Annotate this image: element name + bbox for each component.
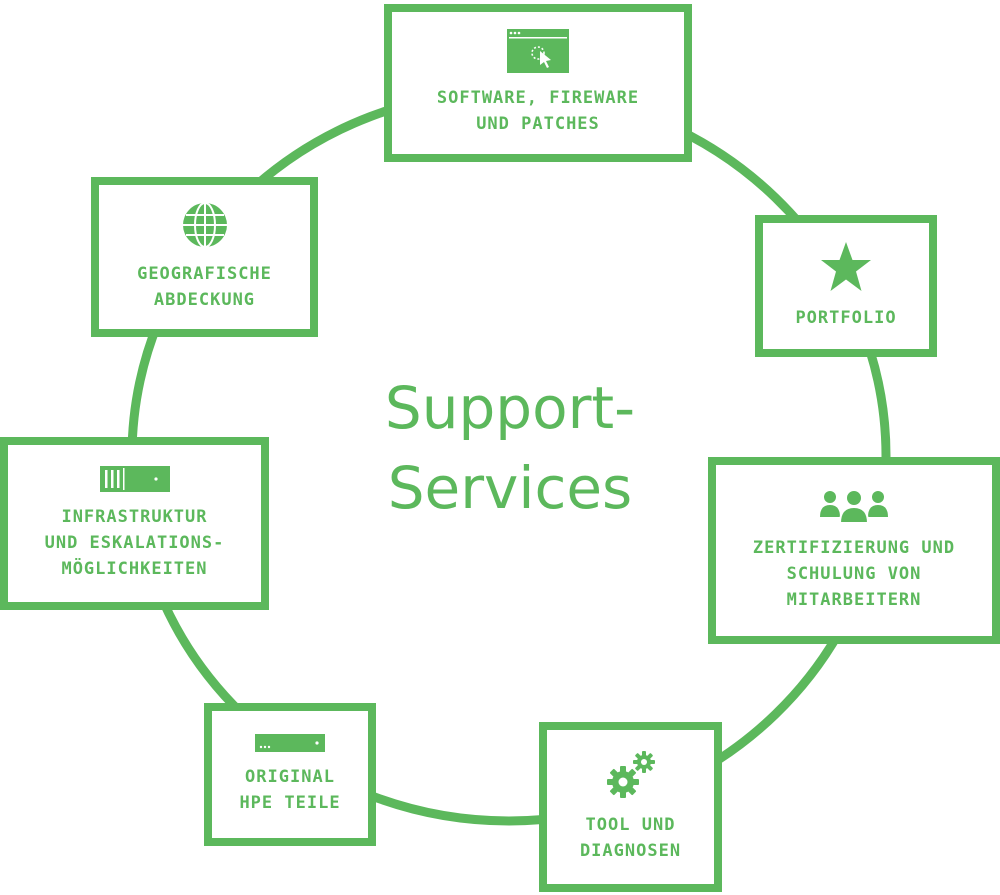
node-hpe-line-1: ORIGINAL: [245, 766, 335, 787]
browser-cursor-icon: [507, 29, 569, 73]
node-zertifizierung: ZERTIFIZIERUNG UND SCHULUNG VON MITARBEI…: [708, 457, 1000, 644]
server-icon: [255, 733, 325, 752]
star-icon: [821, 242, 871, 291]
node-hpe: ORIGINAL HPE TEILE: [204, 703, 376, 846]
node-zertifizierung-line-2: SCHULUNG VON: [786, 563, 922, 584]
node-infrastruktur-line-3: MÖGLICHKEITEN: [61, 558, 208, 579]
node-hpe-label: ORIGINAL HPE TEILE: [239, 764, 340, 816]
node-geografische-line-1: GEOGRAFISCHE: [137, 264, 272, 284]
node-portfolio-label: PORTFOLIO: [795, 305, 896, 331]
node-geografische: GEOGRAFISCHE ABDECKUNG: [91, 177, 318, 337]
node-tool-label: TOOL UND DIAGNOSEN: [580, 812, 681, 864]
globe-icon: [182, 202, 227, 248]
gears-icon: [606, 751, 655, 798]
node-software-label: SOFTWARE, FIREWARE UND PATCHES: [437, 85, 639, 137]
node-software-line-1: SOFTWARE, FIREWARE: [436, 88, 640, 108]
node-tool-line-2: DIAGNOSEN: [579, 841, 682, 861]
node-zertifizierung-line-3: MITARBEITERN: [786, 589, 922, 610]
node-infrastruktur-line-1: INFRASTRUKTUR: [61, 506, 208, 527]
node-infrastruktur-line-2: UND ESKALATIONS-: [44, 532, 225, 553]
node-infrastruktur: INFRASTRUKTUR UND ESKALATIONS- MÖGLICHKE…: [0, 437, 269, 610]
node-zertifizierung-line-1: ZERTIFIZIERUNG UND: [752, 537, 956, 558]
node-software: SOFTWARE, FIREWARE UND PATCHES: [384, 4, 692, 162]
node-tool-line-1: TOOL UND: [585, 815, 676, 835]
node-geografische-line-2: ABDECKUNG: [153, 290, 256, 310]
node-software-line-2: UND PATCHES: [476, 114, 600, 134]
server-rack-icon: [99, 465, 170, 492]
node-portfolio-line-1: PORTFOLIO: [795, 308, 897, 328]
node-geografische-label: GEOGRAFISCHE ABDECKUNG: [137, 261, 272, 313]
node-hpe-line-2: HPE TEILE: [239, 792, 341, 813]
people-group-icon: [820, 488, 888, 523]
node-portfolio: PORTFOLIO: [755, 215, 937, 357]
node-zertifizierung-label: ZERTIFIZIERUNG UND SCHULUNG VON MITARBEI…: [753, 535, 955, 613]
node-tool: TOOL UND DIAGNOSEN: [539, 722, 722, 892]
center-title-line-2: Services: [387, 454, 633, 522]
center-title-line-1: Support-: [384, 374, 636, 442]
center-title: Support- Services: [330, 368, 690, 528]
node-infrastruktur-label: INFRASTRUKTUR UND ESKALATIONS- MÖGLICHKE…: [45, 504, 225, 582]
